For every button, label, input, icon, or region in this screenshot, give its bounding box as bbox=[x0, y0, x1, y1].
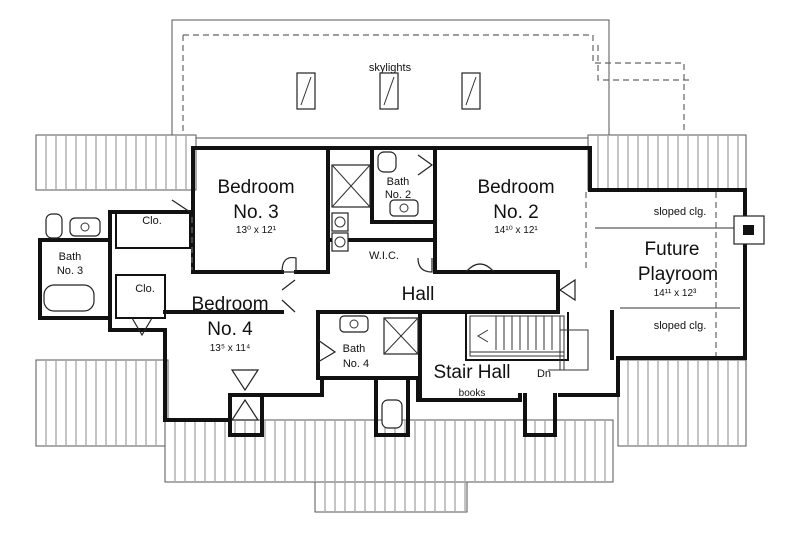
down-label: Dn bbox=[537, 368, 551, 380]
bath3-name: Bath bbox=[59, 251, 82, 263]
sloped-ceiling-bottom-label: sloped clg. bbox=[654, 320, 707, 332]
toilet-bath4-icon bbox=[381, 399, 403, 429]
sink-bath4-icon bbox=[339, 315, 369, 333]
room-labels: skylights Bedroom No. 3 13⁰ x 12¹ Bedroo… bbox=[57, 62, 718, 399]
bath4-name: Bath bbox=[343, 343, 366, 355]
closet-lower-label: Clo. bbox=[135, 283, 155, 295]
sink-bath2-icon bbox=[389, 199, 419, 217]
skylights-label: skylights bbox=[369, 62, 412, 74]
tub-bath3-icon bbox=[43, 284, 95, 312]
wic-label: W.I.C. bbox=[369, 250, 399, 262]
bedroom4-number: No. 4 bbox=[207, 319, 253, 340]
bedroom4-dimensions: 13⁵ x 11⁴ bbox=[210, 343, 251, 354]
staircase bbox=[469, 315, 589, 371]
toilet-bath2-icon bbox=[377, 151, 397, 173]
bedroom3-name: Bedroom bbox=[217, 177, 294, 198]
fixtures bbox=[43, 151, 765, 429]
walls bbox=[38, 146, 747, 437]
bottom-roof bbox=[164, 419, 614, 513]
playroom-label: Playroom bbox=[638, 264, 718, 285]
upper-roof bbox=[171, 19, 690, 139]
closet-upper-label: Clo. bbox=[142, 215, 162, 227]
hall-label: Hall bbox=[402, 284, 435, 305]
playroom-dimensions: 14¹¹ x 12³ bbox=[654, 288, 697, 299]
bath4-number: No. 4 bbox=[343, 358, 369, 370]
sink-bath3-icon bbox=[69, 217, 101, 237]
left-roof bbox=[35, 134, 197, 447]
future-label: Future bbox=[645, 239, 700, 260]
bedroom2-dimensions: 14¹⁰ x 12¹ bbox=[494, 225, 538, 236]
toilet-bath3-icon bbox=[45, 213, 63, 239]
books-label: books bbox=[459, 388, 486, 399]
bedroom4-name: Bedroom bbox=[191, 294, 268, 315]
sloped-ceiling-top-label: sloped clg. bbox=[654, 206, 707, 218]
dryer-icon bbox=[331, 232, 349, 252]
bath3-number: No. 3 bbox=[57, 265, 83, 277]
doors bbox=[131, 154, 576, 421]
bath2-number: No. 2 bbox=[385, 189, 411, 201]
stair-hall-label: Stair Hall bbox=[433, 362, 510, 383]
bedroom2-number: No. 2 bbox=[493, 202, 538, 223]
bedroom2-name: Bedroom bbox=[477, 177, 554, 198]
washer-icon bbox=[331, 212, 349, 232]
bedroom3-number: No. 3 bbox=[233, 202, 278, 223]
sloped-ceiling-lines bbox=[191, 192, 740, 356]
right-roof bbox=[587, 134, 747, 447]
bedroom3-dimensions: 13⁰ x 12¹ bbox=[236, 225, 277, 236]
bath2-name: Bath bbox=[387, 176, 410, 188]
